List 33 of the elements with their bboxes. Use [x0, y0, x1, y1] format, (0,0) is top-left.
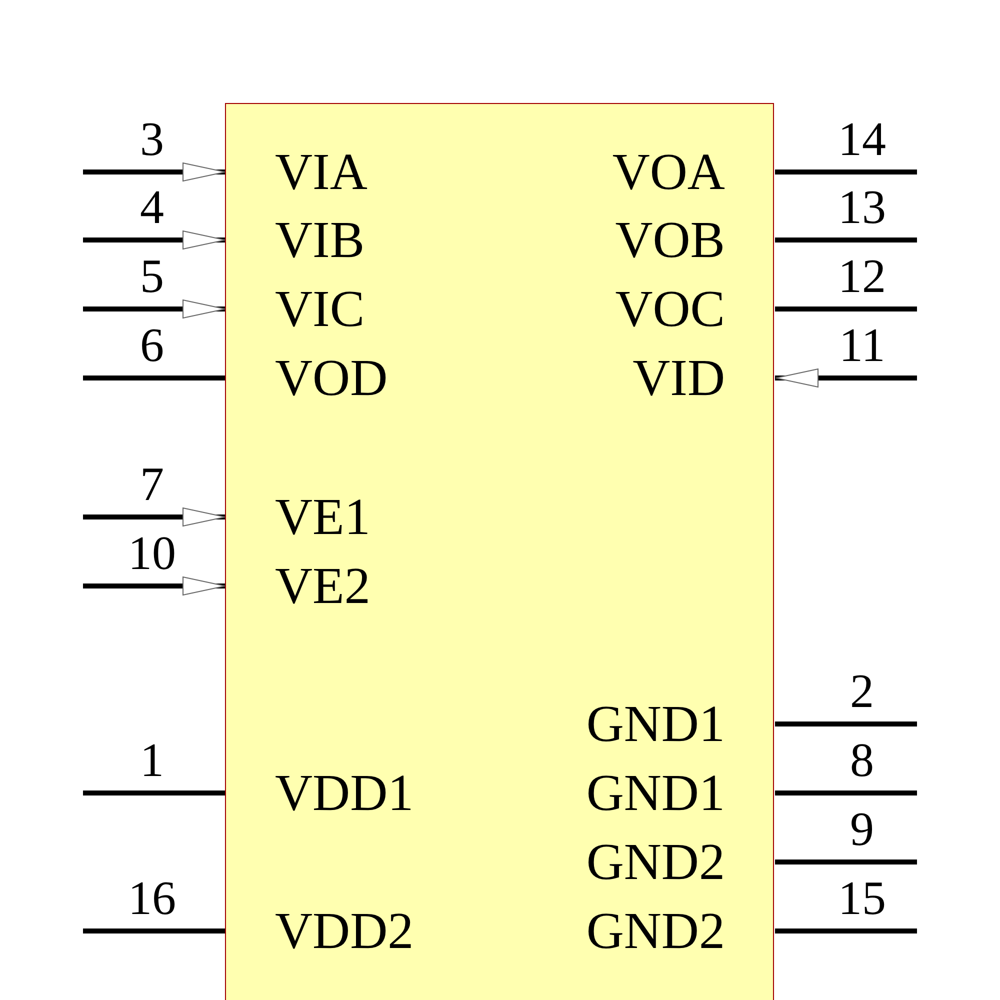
pin-name: VDD1: [275, 766, 414, 822]
pin-name: VIB: [275, 213, 365, 269]
pin-name: VID: [632, 351, 725, 407]
pin-name: VDD2: [275, 904, 414, 960]
pin-number: 4: [140, 183, 164, 233]
pin-number: 3: [140, 115, 164, 165]
pin-name: GND1: [586, 766, 725, 822]
pin-number: 11: [839, 321, 886, 371]
pin-number: 6: [140, 321, 164, 371]
pin-number: 15: [838, 874, 886, 924]
pin-number: 13: [838, 183, 886, 233]
pin-name: GND2: [586, 835, 725, 891]
pin-number: 10: [128, 529, 176, 579]
pin-name: VE1: [275, 490, 370, 546]
pin-name: VE2: [275, 559, 370, 615]
pin-name: VIA: [275, 145, 368, 201]
pin-name: GND1: [586, 697, 725, 753]
pin-name: VOC: [615, 282, 725, 338]
pin-name: VOB: [615, 213, 725, 269]
pin-number: 16: [128, 874, 176, 924]
pin-name: VIC: [275, 282, 365, 338]
pin-number: 1: [140, 736, 164, 786]
pin-name: GND2: [586, 904, 725, 960]
pin-name: VOA: [612, 145, 725, 201]
pin-number: 9: [850, 805, 874, 855]
pin-number: 12: [838, 252, 886, 302]
pin-number: 8: [850, 736, 874, 786]
pin-number: 5: [140, 252, 164, 302]
ic-body: [225, 103, 774, 1000]
pin-number: 14: [838, 115, 886, 165]
pin-name: VOD: [275, 351, 388, 407]
pin-number: 7: [140, 460, 164, 510]
pin-number: 2: [850, 667, 874, 717]
